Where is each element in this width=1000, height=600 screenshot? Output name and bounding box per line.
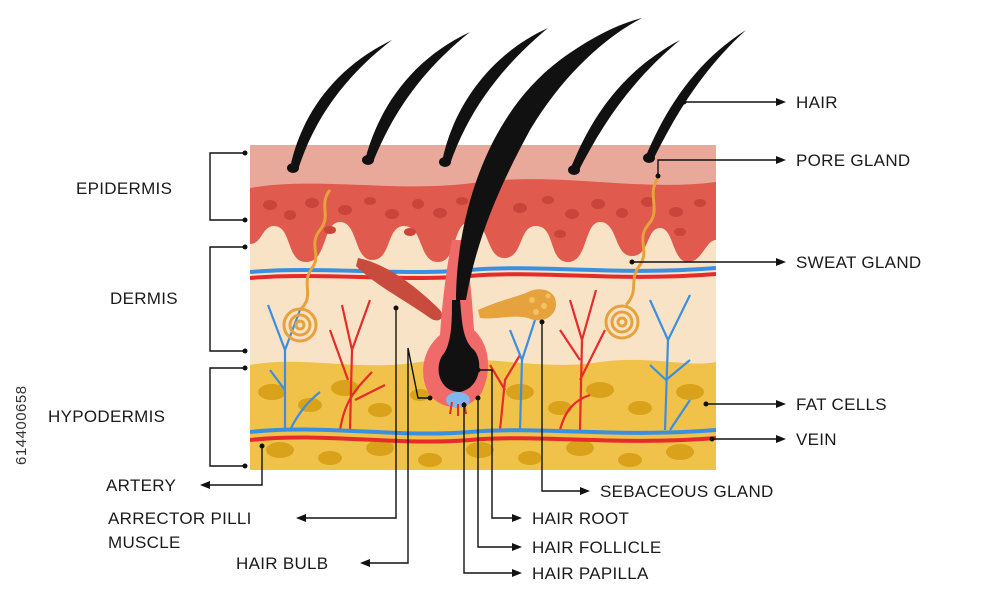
- callout-hair: [681, 98, 786, 106]
- hair-strand-3: [442, 28, 548, 164]
- callout-vein: [709, 435, 786, 443]
- sweat-gland-right: [604, 177, 660, 340]
- callout-sebaceous-gland: [539, 319, 590, 495]
- callout-pore-gland: [655, 156, 786, 179]
- hair-root-label: HAIR ROOT: [532, 509, 629, 528]
- arrector-pili-label-1: ARRECTOR PILLI: [108, 509, 252, 528]
- callout-artery: [200, 443, 265, 489]
- dermis-label: DERMIS: [110, 289, 178, 308]
- callout-sweat-gland: [629, 258, 786, 266]
- hair-strand-5: [645, 30, 746, 160]
- callout-hair-papilla: [461, 402, 522, 577]
- layer-brackets: [209, 150, 248, 469]
- sweat-gland-left: [282, 189, 332, 343]
- vein-label: VEIN: [796, 430, 837, 449]
- epidermis-cells: [263, 196, 706, 238]
- main-vein: [250, 427, 716, 436]
- hair-bulb-label: HAIR BULB: [236, 554, 328, 573]
- hairs: [287, 18, 746, 300]
- side-id-text: 614400658: [13, 385, 30, 465]
- sebaceous-gland: [478, 289, 556, 321]
- hair-strand-4: [570, 40, 680, 172]
- callout-hair-bulb: [360, 347, 433, 567]
- hair-follicle-label: HAIR FOLLICLE: [532, 538, 662, 557]
- sebaceous-gland-label: SEBACEOUS GLAND: [600, 482, 774, 501]
- arrector-pili-label-2: MUSCLE: [108, 533, 181, 552]
- arterial-capillaries: [328, 289, 606, 431]
- fat-cells: [258, 380, 704, 467]
- artery-label: ARTERY: [106, 476, 176, 495]
- callout-fat-cells: [703, 400, 786, 408]
- hair-label: HAIR: [796, 93, 838, 112]
- main-artery: [250, 435, 716, 444]
- hair-follicle: [423, 240, 489, 416]
- hypodermis-label: HYPODERMIS: [48, 407, 165, 426]
- callout-hair-follicle: [475, 395, 522, 551]
- fat-cells-label: FAT CELLS: [796, 395, 887, 414]
- arrector-pili-muscle: [356, 258, 443, 321]
- pore-gland-label: PORE GLAND: [796, 151, 910, 170]
- hair-strand-2: [365, 32, 470, 162]
- hair-papilla-label: HAIR PAPILLA: [532, 564, 649, 583]
- sweat-gland-label: SWEAT GLAND: [796, 253, 921, 272]
- callout-hair-root: [475, 367, 522, 522]
- callout-arrector-pili: [296, 305, 399, 522]
- hair-strand-1: [290, 40, 392, 170]
- epidermis-label: EPIDERMIS: [76, 179, 172, 198]
- hair-strand-main: [456, 18, 642, 300]
- venous-capillaries: [266, 294, 691, 431]
